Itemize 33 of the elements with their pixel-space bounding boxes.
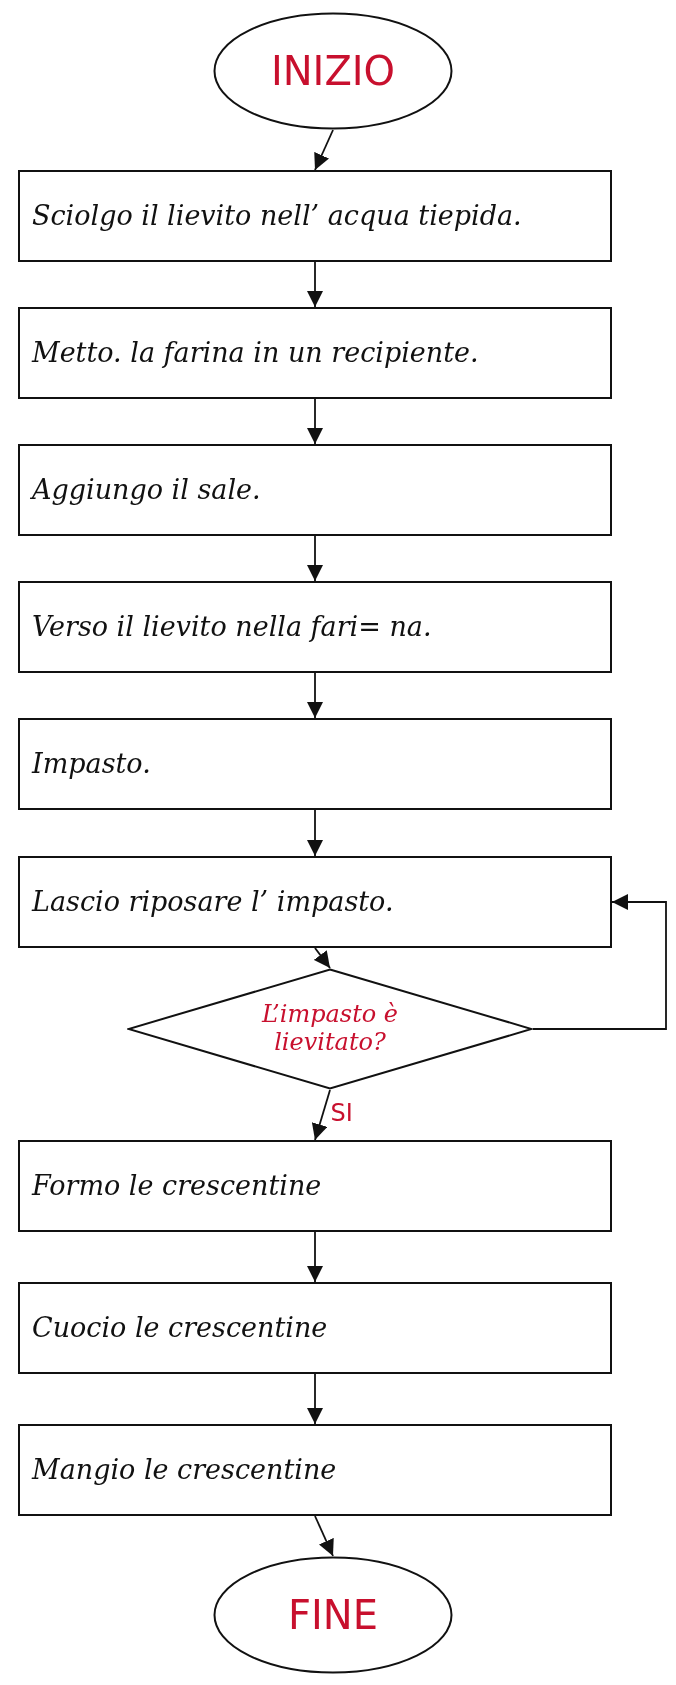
arrow xyxy=(313,947,331,969)
arrow xyxy=(314,129,334,171)
process-box xyxy=(18,1282,612,1374)
process-box xyxy=(18,718,612,810)
step-text: Impasto. xyxy=(30,748,152,780)
arrow xyxy=(311,1089,331,1141)
step-text: Aggiungo il sale. xyxy=(29,474,262,506)
process-box xyxy=(18,581,612,673)
step-text: Formo le crescentine xyxy=(30,1170,323,1202)
process-box xyxy=(18,170,612,262)
step-text: Sciolgo il lievito nell’ acqua tiepida. xyxy=(31,200,523,232)
arrow xyxy=(532,893,667,1030)
arrow xyxy=(314,1515,334,1557)
arrow xyxy=(306,1231,324,1283)
terminal-text: FINE xyxy=(287,1592,379,1638)
process-box xyxy=(18,444,612,536)
arrow xyxy=(306,535,324,582)
process-box xyxy=(18,307,612,399)
step-text: Verso il lievito nella fari= na. xyxy=(31,611,433,643)
terminal-text: INIZIO xyxy=(269,48,397,94)
arrow xyxy=(306,398,324,445)
process-box xyxy=(18,856,612,948)
step-text: Cuocio le crescentine xyxy=(31,1312,329,1344)
arrow xyxy=(306,809,324,857)
process-box xyxy=(18,1140,612,1232)
process-box xyxy=(18,1424,612,1516)
step-text: Lascio riposare l’ impasto. xyxy=(30,886,395,918)
arrow xyxy=(306,1373,324,1425)
arrow xyxy=(306,672,324,719)
step-text: Mangio le crescentine xyxy=(30,1454,338,1486)
step-text: Metto. la farina in un recipiente. xyxy=(30,337,480,369)
arrow xyxy=(306,261,324,308)
question-text: L’impasto è lievitato? xyxy=(260,1001,400,1057)
